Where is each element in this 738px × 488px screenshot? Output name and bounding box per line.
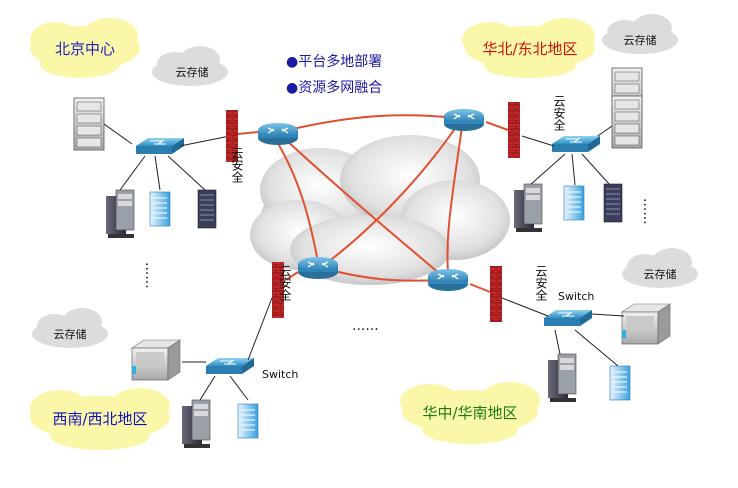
cloud-icon <box>602 14 678 54</box>
firewall-icon <box>226 110 238 162</box>
ellipsis-vertical: ...... <box>640 198 656 225</box>
cloud-storage-label: 云存储 <box>54 327 87 341</box>
switch-icon <box>543 309 593 327</box>
region-label-beijing: 北京中心 <box>55 40 115 58</box>
region-north: 华北/东北地区 云存储 云安全 ...... <box>462 14 678 233</box>
router-icon <box>297 256 339 280</box>
workstation-icon <box>105 189 135 239</box>
firewall-icon <box>272 262 284 318</box>
ellipsis-horizontal: ...... <box>352 318 379 334</box>
cloud-storage-label: 云存储 <box>644 267 677 281</box>
cloud-icon <box>152 46 228 86</box>
region-label-central: 华中/华南地区 <box>422 404 517 422</box>
cloud-icon <box>622 248 698 288</box>
region-bubble-north <box>462 18 595 78</box>
cloud-icon <box>32 308 108 348</box>
switch-icon <box>205 357 255 375</box>
storage-array-icon <box>621 303 671 345</box>
central-cloud-icon <box>250 135 510 285</box>
storage-array-icon <box>131 339 181 381</box>
cloud-storage-label: 云存储 <box>176 65 209 79</box>
tower-server-icon <box>609 365 631 401</box>
firewall-icon <box>490 266 502 322</box>
router-icon <box>443 108 485 132</box>
storage-rack-icon <box>197 189 217 229</box>
tower-server-icon <box>237 403 259 439</box>
bullet-multi-network-fusion: ●资源多网融合 <box>286 79 382 96</box>
region-beijing: 北京中心 云存储 云安全 <box>30 18 259 239</box>
region-west: 云存储 Switch 云安全 西南/西北地区 ...... <box>30 262 299 450</box>
switch-icon <box>551 135 601 153</box>
workstation-icon <box>181 399 211 449</box>
server-rack-icon <box>611 95 643 149</box>
ellipsis-vertical: ...... <box>142 262 158 289</box>
storage-rack-icon <box>603 183 623 223</box>
cloud-security-label-vertical: 云安全 <box>530 95 566 131</box>
switch-label: Switch <box>262 368 298 381</box>
cloud-security-label: 云安全 <box>208 147 244 183</box>
region-bubble-west <box>30 388 170 450</box>
region-bubble-beijing <box>30 18 140 78</box>
region-label-west: 西南/西北地区 <box>52 410 147 428</box>
cloud-storage-label: 云存储 <box>624 33 657 47</box>
region-label-north: 华北/东北地区 <box>482 40 577 58</box>
cloud-security-label-vertical: 云安全 <box>208 147 244 183</box>
tower-server-icon <box>149 191 171 227</box>
router-icon <box>257 122 299 146</box>
cloud-security-label: 云安全 <box>530 95 566 131</box>
wan-links <box>275 114 463 282</box>
region-central: 云存储 Switch 云安全 华中/华南地区 <box>400 248 698 444</box>
bullet-multi-site-deployment: ●平台多地部署 <box>286 53 382 70</box>
server-rack-icon <box>73 97 105 151</box>
workstation-icon <box>513 183 543 233</box>
tower-server-icon <box>563 185 585 221</box>
firewall-icon <box>508 102 520 158</box>
switch-label: Switch <box>558 290 594 303</box>
router-icon <box>427 268 469 292</box>
cloud-security-label: 云安全 <box>512 265 548 301</box>
switch-icon <box>135 137 185 155</box>
workstation-icon <box>547 353 577 403</box>
region-bubble-central <box>400 382 540 444</box>
cloud-security-label-vertical: 云安全 <box>512 265 548 301</box>
